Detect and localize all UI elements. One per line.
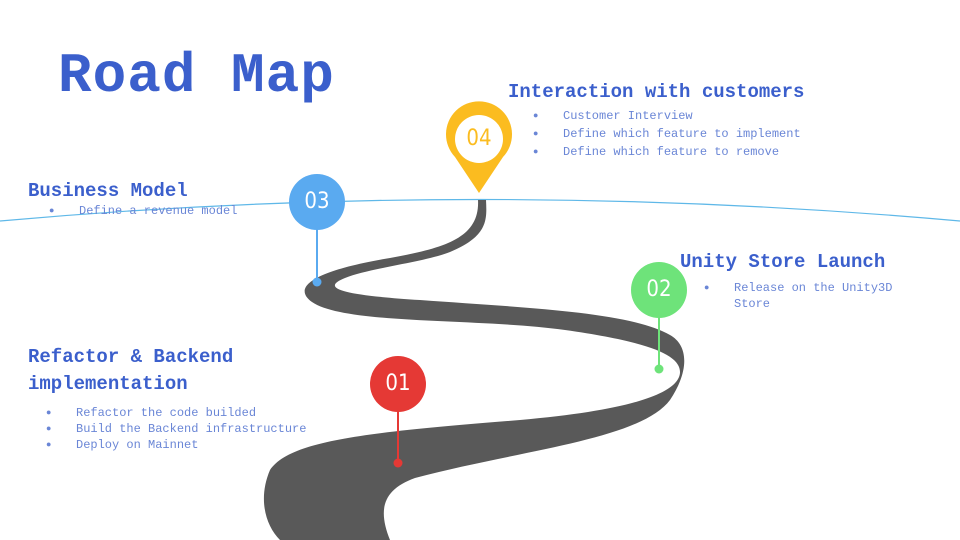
bullet-item: Refactor the code builded bbox=[46, 405, 306, 421]
bullet-item: Customer Interview bbox=[533, 108, 801, 124]
milestone-01-number: 01 bbox=[385, 371, 411, 396]
milestone-04-pin bbox=[446, 101, 512, 193]
milestone-03-heading: Business Model bbox=[28, 180, 188, 202]
bullet-item: Define which feature to remove bbox=[533, 144, 801, 160]
bullet-line: Store bbox=[734, 297, 771, 311]
page-title: Road Map bbox=[58, 44, 335, 108]
milestone-03-marker bbox=[289, 174, 345, 287]
milestone-03-number: 03 bbox=[304, 189, 330, 214]
bullet-item: Build the Backend infrastructure bbox=[46, 421, 306, 437]
milestone-04-number: 04 bbox=[466, 126, 492, 151]
bullet-line: Release on the Unity3D bbox=[734, 281, 893, 295]
milestone-04-bullets: Customer Interview Define which feature … bbox=[533, 108, 801, 160]
bullet-item: Deploy on Mainnet bbox=[46, 437, 306, 453]
bullet-item: Release on the Unity3D Store bbox=[704, 280, 892, 312]
heading-line: Refactor & Backend bbox=[28, 346, 234, 368]
milestone-01-bullets: Refactor the code builded Build the Back… bbox=[46, 405, 306, 453]
milestone-02-bullets: Release on the Unity3D Store bbox=[704, 280, 892, 312]
bullet-item: Define a revenue model bbox=[49, 203, 237, 219]
bullet-item: Define which feature to implement bbox=[533, 126, 801, 142]
heading-line: implementation bbox=[28, 373, 188, 395]
milestone-02-marker bbox=[631, 262, 687, 374]
milestone-02-heading: Unity Store Launch bbox=[680, 251, 886, 273]
milestone-04-heading: Interaction with customers bbox=[508, 81, 805, 103]
milestone-03-bullets: Define a revenue model bbox=[49, 203, 237, 219]
milestone-01-marker bbox=[370, 356, 426, 468]
milestone-01-heading: Refactor & Backend implementation bbox=[28, 344, 233, 398]
road bbox=[263, 200, 685, 540]
milestone-02-number: 02 bbox=[646, 277, 672, 302]
